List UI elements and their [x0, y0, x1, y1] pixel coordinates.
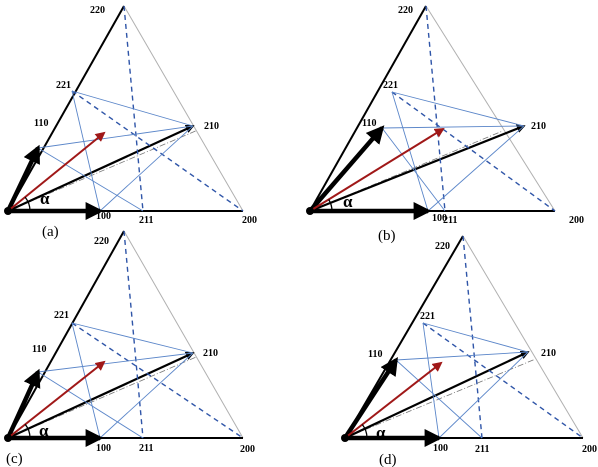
vector-110-thick [308, 125, 385, 213]
thin-line-110-211 [37, 371, 144, 439]
alpha-label: α [376, 423, 386, 442]
vertex-label-220: 220 [90, 5, 105, 16]
panel-caption: (a) [42, 224, 59, 240]
vertex-label-200: 200 [240, 444, 255, 455]
triangle-edge-right [425, 5, 556, 212]
vector-110-thick [5, 368, 41, 439]
vertex-label-110: 110 [34, 118, 48, 129]
panel-c: α 220 221 110 210 100 211 200 (c) [4, 230, 255, 467]
vector-210 [7, 351, 195, 439]
thin-line-221-210 [71, 90, 194, 127]
origin-dot [306, 207, 314, 215]
reference-vector-red [344, 361, 443, 439]
vertex-label-211: 211 [139, 443, 153, 454]
triangle-edge-left [7, 230, 125, 439]
vertex-label-100: 100 [432, 213, 447, 224]
thin-line-221-210 [422, 322, 529, 353]
alpha-arc [24, 423, 31, 439]
thin-line-221-210 [71, 322, 194, 354]
vertex-label-221: 221 [383, 80, 398, 91]
dashed-line-220-211 [425, 5, 446, 212]
reference-vector-red [7, 131, 106, 212]
vertex-label-200: 200 [569, 215, 584, 226]
vertex-label-221: 221 [54, 310, 69, 321]
vertex-label-210: 210 [541, 348, 556, 359]
thin-line-110-210 [37, 125, 194, 149]
vertex-label-100: 100 [96, 211, 111, 222]
origin-dot [341, 434, 349, 442]
vertex-label-220: 220 [435, 241, 450, 252]
dashed-line-221-200 [71, 90, 244, 212]
thin-line-221-100 [422, 322, 440, 439]
thin-line-221-100 [71, 90, 101, 212]
alpha-label: α [39, 421, 49, 440]
origin-dot [4, 207, 12, 215]
vertex-label-100: 100 [96, 443, 111, 454]
vertex-label-110: 110 [32, 344, 46, 355]
thin-line-221-100 [71, 322, 101, 439]
vertex-label-220: 220 [398, 5, 413, 16]
thin-line-100-210 [99, 125, 194, 212]
panel-caption: (c) [6, 451, 23, 467]
thin-line-110-210 [37, 352, 194, 373]
vertex-label-221: 221 [56, 80, 71, 91]
vector-110-thick [5, 144, 41, 212]
triangle-edge-right [123, 230, 244, 439]
vertex-label-221: 221 [420, 311, 435, 322]
origin-dot [4, 434, 12, 442]
dashed-line-220-211 [123, 230, 144, 439]
reference-line-dashdot [344, 358, 536, 439]
vector-110-thick [343, 356, 398, 440]
vertex-label-210: 210 [204, 121, 219, 132]
vertex-label-211: 211 [443, 215, 457, 226]
thin-line-110-210 [395, 351, 529, 361]
thin-line-110-211 [37, 147, 144, 212]
thin-line-100-210 [99, 352, 194, 439]
thin-line-110-211 [381, 127, 446, 212]
vertex-label-211: 211 [139, 215, 153, 226]
panel-caption: (b) [378, 228, 396, 244]
triangle-edge-left [7, 5, 125, 212]
vertex-label-211: 211 [475, 444, 489, 455]
triangle-edge-right [462, 235, 584, 439]
panel-caption: (d) [379, 452, 397, 467]
panel-d: α 220 221 110 210 100 211 200 (d) [341, 235, 597, 467]
thin-line-110-210 [381, 125, 525, 129]
vertex-label-210: 210 [531, 121, 546, 132]
vector-210 [344, 351, 530, 439]
thin-line-100-210 [438, 351, 529, 439]
alpha-label: α [40, 189, 50, 208]
vertex-label-110: 110 [368, 349, 382, 360]
triangle-edge-right [123, 5, 244, 212]
panel-a: α 220 221 110 210 100 211 200 (a) [4, 5, 257, 240]
dashed-line-221-200 [391, 91, 556, 212]
reference-vector-red [309, 127, 445, 212]
alpha-arc [24, 196, 31, 212]
dashed-line-221-200 [71, 322, 244, 439]
vertex-label-110: 110 [362, 118, 376, 129]
thin-line-221-210 [391, 91, 525, 127]
vector-210 [309, 124, 526, 213]
vertex-label-200: 200 [582, 444, 597, 455]
thin-line-100-210 [427, 125, 525, 212]
vertex-label-200: 200 [242, 215, 257, 226]
thin-line-110-211 [395, 359, 483, 439]
vector-210 [7, 124, 195, 212]
vertex-label-100: 100 [433, 443, 448, 454]
alpha-label: α [343, 192, 353, 211]
triangle-edge-left [309, 5, 427, 212]
vertex-label-220: 220 [94, 236, 109, 247]
thin-line-221-100 [391, 91, 429, 212]
alpha-arc [361, 424, 368, 439]
dashed-line-221-200 [422, 322, 584, 439]
vertex-label-210: 210 [203, 348, 218, 359]
alpha-arc [328, 199, 333, 212]
reference-vector-red [7, 360, 106, 439]
